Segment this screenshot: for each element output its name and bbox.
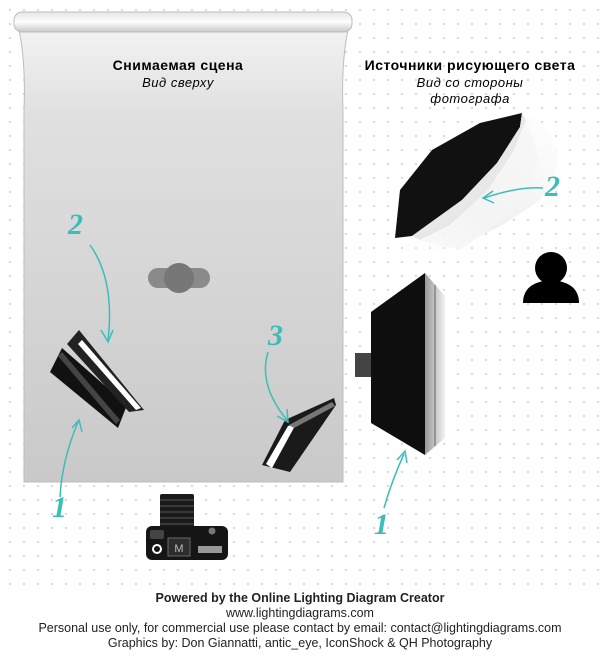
label-light-3-left: 3 <box>268 319 283 352</box>
scene-subtitle: Вид сверху <box>142 75 214 90</box>
arrow-left-2-head <box>100 329 114 344</box>
softbox-2-side-view <box>395 113 540 250</box>
arrow-left-1 <box>59 421 79 498</box>
svg-text:M: M <box>174 543 183 555</box>
label-light-2-left: 2 <box>68 208 83 241</box>
lighting-diagram: M <box>13 11 579 560</box>
arrow-right-1 <box>383 453 405 509</box>
footer-powered-by: Powered by the Online Lighting Diagram C… <box>155 591 445 605</box>
label-light-1-right: 1 <box>374 508 389 541</box>
person-icon <box>523 252 579 303</box>
footer-website: www.lightingdiagrams.com <box>226 606 374 620</box>
sources-subtitle-line2: фотографа <box>430 91 510 106</box>
model-top-view <box>148 263 210 293</box>
arrow-left-2 <box>89 244 111 341</box>
label-light-1-left: 1 <box>52 491 67 524</box>
softbox-1-side-view <box>355 273 445 455</box>
footer-credits: Graphics by: Don Giannatti, antic_eye, I… <box>107 636 493 650</box>
footer: Powered by the Online Lighting Diagram C… <box>0 591 600 651</box>
sources-title: Источники рисующего света <box>364 57 576 73</box>
scene-title: Снимаемая сцена <box>112 57 244 73</box>
arrow-left-1-head <box>71 418 83 433</box>
arrow-left-3 <box>264 351 288 421</box>
sources-subtitle-line1: Вид со стороны <box>416 75 524 90</box>
arrow-right-2-head <box>481 190 495 204</box>
camera-icon: M <box>146 494 228 560</box>
label-light-2-right: 2 <box>545 170 560 203</box>
arrow-right-1-head <box>396 449 408 464</box>
arrows <box>59 186 544 509</box>
softbox-3-top-view <box>262 398 336 472</box>
arrow-right-2 <box>483 186 544 199</box>
softbox-2-top-view <box>50 330 144 428</box>
arrow-left-3-head <box>276 408 289 424</box>
footer-usage-note: Personal use only, for commercial use pl… <box>38 621 562 635</box>
